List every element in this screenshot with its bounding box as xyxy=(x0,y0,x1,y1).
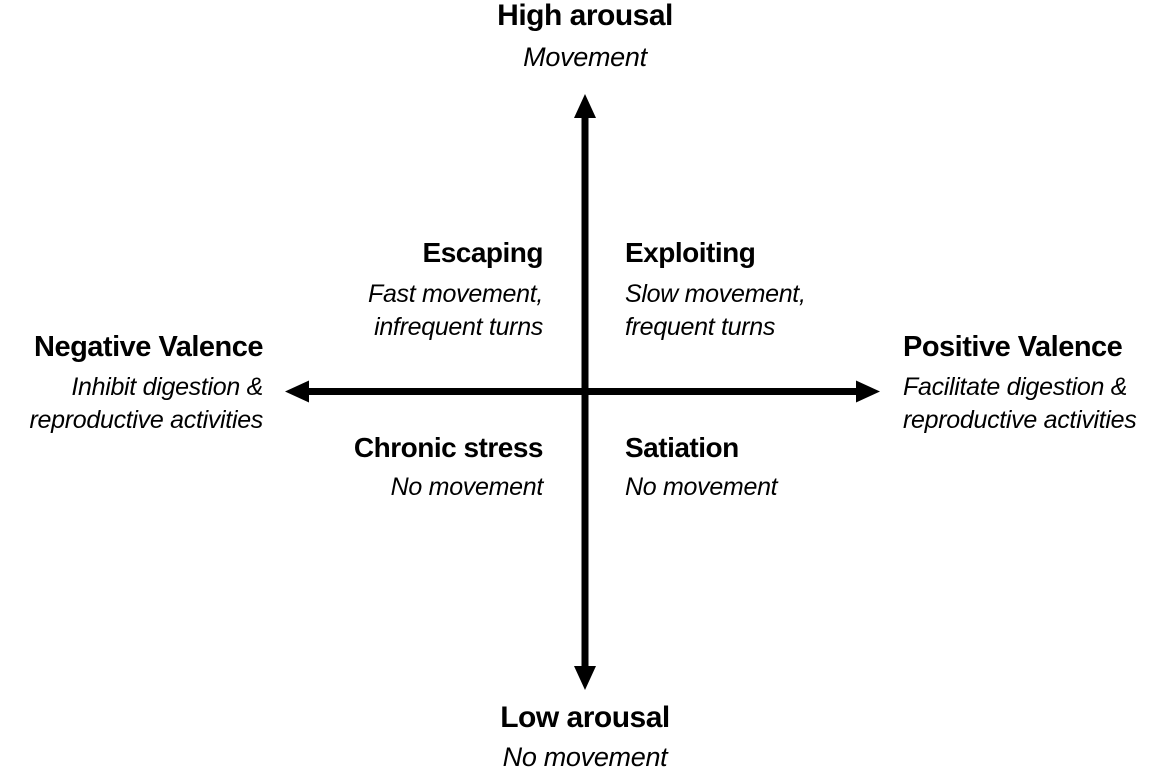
axis-title-low-arousal: Low arousal xyxy=(500,701,670,734)
quadrant-label-satiation: Satiation No movement xyxy=(625,432,778,504)
quadrant-subtitle-escaping-line1: Fast movement, xyxy=(367,280,543,309)
axis-title-negative-valence: Negative Valence xyxy=(34,331,263,363)
quadrant-title-exploiting: Exploiting xyxy=(625,237,756,268)
quadrant-subtitle-escaping-line2: infrequent turns xyxy=(374,312,543,341)
axis-label-low-arousal: Low arousal No movement xyxy=(500,701,670,775)
quadrant-label-escaping: Escaping Fast movement, infrequent turns xyxy=(367,237,544,343)
axis-title-positive-valence: Positive Valence xyxy=(903,331,1123,363)
quadrant-title-satiation: Satiation xyxy=(625,432,739,463)
axis-title-high-arousal: High arousal xyxy=(497,0,673,32)
quadrant-title-escaping: Escaping xyxy=(422,237,544,268)
axis-subtitle-high-arousal: Movement xyxy=(523,42,647,73)
quadrant-subtitle-satiation: No movement xyxy=(625,473,778,502)
quadrant-label-chronic-stress: Chronic stress No movement xyxy=(353,432,544,504)
axis-subtitle-negative-valence-line1: Inhibit digestion & xyxy=(71,373,263,402)
quadrant-subtitle-chronic-stress: No movement xyxy=(390,473,544,502)
quadrant-subtitle-exploiting-line2: frequent turns xyxy=(625,312,776,341)
axis-subtitle-positive-valence-line1: Facilitate digestion & xyxy=(903,373,1128,402)
quadrant-label-exploiting: Exploiting Slow movement, frequent turns xyxy=(625,237,806,343)
quadrant-subtitle-exploiting-line1: Slow movement, xyxy=(625,280,806,309)
axis-subtitle-positive-valence-line2: reproductive activities xyxy=(903,405,1137,434)
axis-label-high-arousal: High arousal Movement xyxy=(497,0,673,75)
axis-subtitle-negative-valence-line2: reproductive activities xyxy=(29,405,264,434)
quadrant-title-chronic-stress: Chronic stress xyxy=(353,432,544,463)
axis-subtitle-low-arousal: No movement xyxy=(502,742,668,773)
axis-label-positive-valence: Positive Valence Facilitate digestion & … xyxy=(903,331,1137,436)
axis-label-negative-valence: Negative Valence Inhibit digestion & rep… xyxy=(29,331,264,436)
horizontal-axis-arrow xyxy=(285,380,880,403)
